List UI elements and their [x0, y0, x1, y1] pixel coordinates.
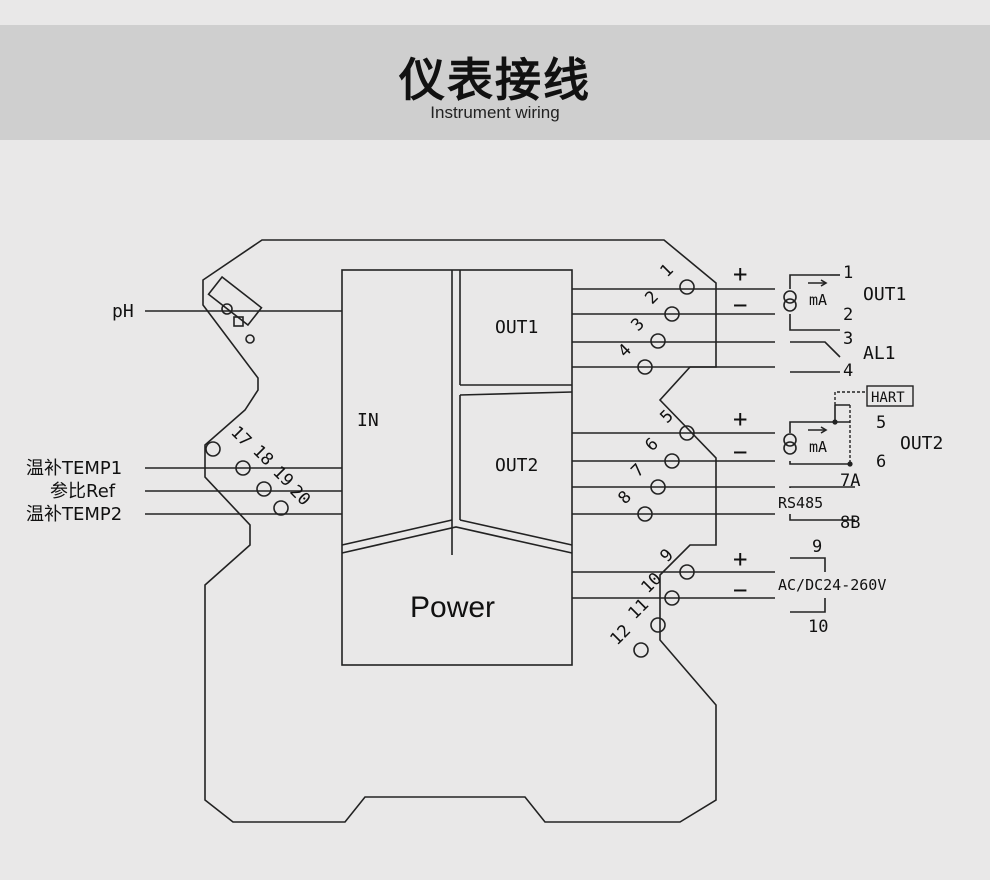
hart-label: HART	[871, 390, 905, 406]
out1-ma: mA	[809, 291, 827, 309]
terminal-4-label: 4	[614, 340, 635, 361]
ext-10: 10	[808, 617, 828, 637]
out1-block-label: OUT1	[495, 317, 538, 338]
ext-4: 4	[843, 361, 853, 381]
terminal-18-label: 18	[248, 441, 277, 470]
terminal-8-label: 8	[614, 487, 635, 508]
rs485-label: RS485	[778, 494, 823, 512]
out2-block-label: OUT2	[495, 455, 538, 476]
page-title: 仪表接线	[399, 53, 591, 107]
housing-outline	[202, 239, 717, 823]
terminal-19-label: 19	[268, 462, 297, 491]
out1-ext-label: OUT1	[863, 284, 906, 305]
terminal-6-label: 6	[641, 434, 662, 455]
ref-label: 参比Ref	[50, 481, 116, 502]
temp1-label: 温补TEMP1	[26, 458, 122, 479]
ext-8b: 8B	[840, 513, 860, 533]
terminal-1-label: 1	[656, 260, 677, 281]
out2-ext-label: OUT2	[900, 433, 943, 454]
terminal-20-label: 20	[285, 481, 314, 510]
terminal-11-label: 11	[624, 595, 653, 624]
terminal-7-label: 7	[627, 460, 648, 481]
ext-7a: 7A	[840, 471, 860, 491]
power-minus: −	[733, 576, 747, 604]
in-label: IN	[357, 410, 379, 431]
terminal-9-label: 9	[656, 545, 677, 566]
ph-label: pH	[112, 301, 134, 322]
supply-label: AC/DC24-260V	[778, 576, 886, 594]
page-subtitle: Instrument wiring	[430, 103, 560, 122]
ext-9: 9	[812, 537, 822, 557]
power-plus: +	[733, 545, 747, 573]
power-label: Power	[410, 591, 495, 624]
out2-plus: +	[733, 405, 747, 433]
ext-3: 3	[843, 329, 853, 349]
out2-ma: mA	[809, 438, 827, 456]
ext-1: 1	[843, 263, 853, 283]
temp2-label: 温补TEMP2	[26, 504, 122, 525]
out1-minus: −	[733, 291, 747, 319]
out1-plus: +	[733, 260, 747, 288]
ext-6: 6	[876, 452, 886, 472]
terminal-2-label: 2	[641, 287, 662, 308]
out2-minus: −	[733, 438, 747, 466]
terminal-12-label: 12	[606, 621, 635, 650]
ext-5: 5	[876, 413, 886, 433]
terminal-17-label: 17	[226, 422, 255, 451]
terminal-5-label: 5	[656, 406, 677, 427]
header-banner	[0, 25, 990, 140]
al1-label: AL1	[863, 343, 896, 364]
ext-2: 2	[843, 305, 853, 325]
terminal-3-label: 3	[627, 314, 648, 335]
